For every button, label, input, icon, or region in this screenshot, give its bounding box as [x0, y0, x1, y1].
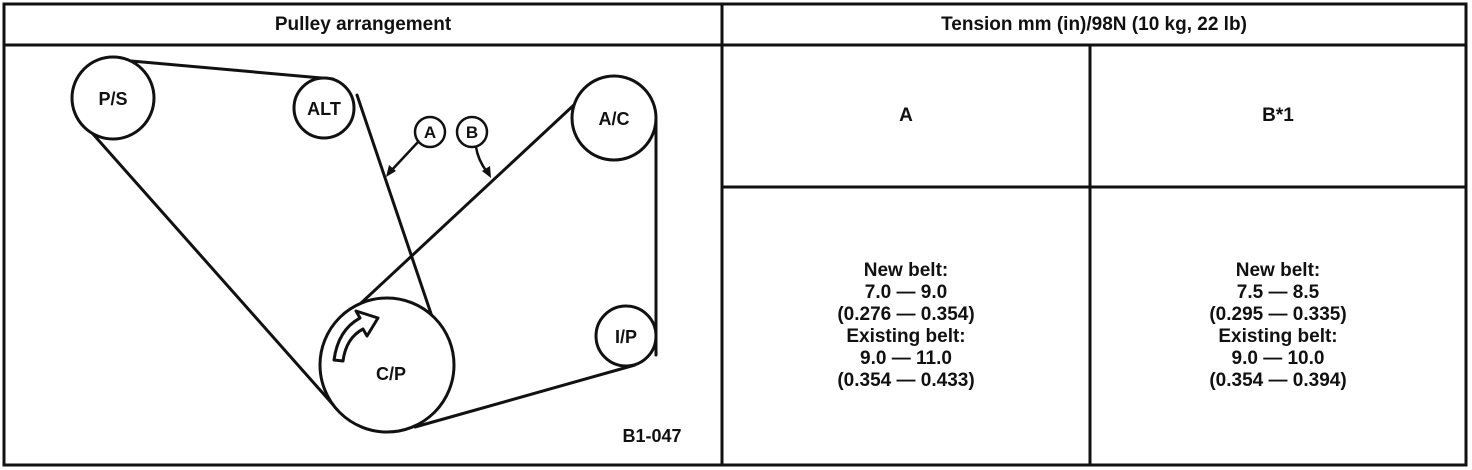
pulley-ip-label: I/P — [615, 327, 637, 347]
pulley-ip-circle — [594, 304, 658, 368]
marker-a-circle — [413, 115, 447, 149]
marker-b-circle — [455, 115, 489, 149]
b-new-belt-range-in: (0.295 — 0.335) — [1209, 304, 1347, 325]
tension-values-a: New belt: 7.0 — 9.0 (0.276 — 0.354) Exis… — [724, 189, 1088, 463]
pulley-ac-label: A/C — [599, 109, 630, 129]
header-tension: Tension mm (in)/98N (10 kg, 22 lb) — [941, 14, 1247, 35]
a-existing-belt-label: Existing belt: — [846, 326, 966, 347]
pulley-alt-circle — [292, 76, 356, 140]
column-a-label: A — [899, 105, 913, 126]
pulley-alt-label: ALT — [307, 99, 341, 119]
pulley-ps-label: P/S — [98, 89, 127, 109]
b-new-belt-range: 7.5 — 8.5 — [1236, 282, 1320, 303]
a-new-belt-label: New belt: — [863, 260, 949, 281]
tension-values-b: New belt: 7.5 — 8.5 (0.295 — 0.335) Exis… — [1092, 189, 1464, 463]
header-pulley-arrangement: Pulley arrangement — [274, 14, 452, 35]
belt-b-bottom — [413, 363, 637, 429]
a-new-belt-range: 7.0 — 9.0 — [864, 282, 948, 303]
a-new-belt-range-in: (0.276 — 0.354) — [837, 304, 975, 325]
a-existing-belt-range: 9.0 — 11.0 — [860, 348, 952, 369]
column-b-label: B*1 — [1262, 105, 1294, 126]
a-existing-belt-range-in: (0.354 — 0.433) — [837, 370, 975, 391]
pulley-cp-label: C/P — [376, 364, 406, 384]
b-existing-belt-range: 9.0 — 10.0 — [1231, 348, 1325, 369]
marker-a-label: A — [424, 123, 436, 142]
belt-b-diagonal — [343, 88, 592, 320]
rotation-arrow-icon — [332, 309, 380, 363]
b-new-belt-label: New belt: — [1235, 260, 1321, 281]
pulley-ac-circle — [570, 74, 658, 162]
marker-b-label: B — [466, 123, 478, 142]
belt-a-left — [83, 123, 338, 410]
pulley-diagram: P/S ALT A/C I/P C/P A B B1-047 — [70, 55, 682, 446]
b-existing-belt-range-in: (0.354 — 0.394) — [1209, 370, 1347, 391]
marker-a-arrowhead-icon — [386, 165, 396, 177]
marker-b-leader — [474, 146, 489, 173]
pulley-ps-circle — [70, 55, 156, 141]
belt-a-right — [355, 93, 447, 357]
b-existing-belt-label: Existing belt: — [1218, 326, 1338, 347]
marker-a-leader — [389, 141, 419, 173]
figure-code: B1-047 — [622, 426, 681, 446]
marker-b-arrowhead-icon — [482, 166, 491, 178]
belt-a-top — [118, 58, 335, 81]
